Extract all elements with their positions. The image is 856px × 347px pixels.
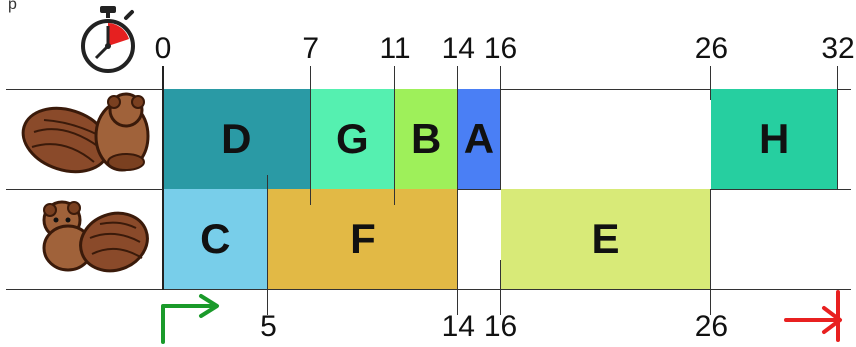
tick-line-top (394, 66, 395, 205)
tick-line-top (457, 66, 458, 100)
start-arrow-icon (155, 290, 225, 345)
task-g: G (311, 89, 395, 189)
lane-divider (6, 289, 851, 290)
tick-line-bottom (267, 175, 268, 315)
top-tick-label: 7 (302, 34, 319, 64)
caption: p (8, 0, 17, 14)
top-tick-label: 0 (155, 34, 172, 64)
task-f: F (268, 189, 458, 289)
tick-line-bottom (500, 260, 501, 315)
tick-line-top (310, 66, 311, 205)
start-line (162, 66, 164, 290)
task-b: B (395, 89, 458, 189)
tick-line-bottom (710, 260, 711, 315)
top-tick-label: 16 (484, 34, 517, 64)
task-e: E (501, 189, 712, 289)
bottom-tick-label: 26 (695, 312, 728, 342)
tick-line-top (500, 66, 501, 100)
beaver-1-icon (14, 92, 156, 184)
top-tick-label: 14 (442, 34, 475, 64)
bottom-tick-label: 16 (484, 312, 517, 342)
task-c: C (163, 189, 268, 289)
tick-line-top (837, 66, 838, 100)
top-tick-label: 32 (821, 34, 854, 64)
tick-line-top (710, 66, 711, 100)
stopwatch-icon (78, 4, 140, 76)
bottom-tick-label: 5 (260, 312, 277, 342)
task-d: D (163, 89, 311, 189)
task-h: H (711, 89, 838, 189)
bottom-tick-label: 14 (442, 312, 475, 342)
top-tick-label: 26 (695, 34, 728, 64)
beaver-2-icon (20, 198, 150, 278)
tick-line-bottom (457, 260, 458, 315)
end-arrow-icon (782, 290, 848, 345)
task-a: A (458, 89, 500, 189)
top-tick-label: 11 (379, 34, 410, 64)
